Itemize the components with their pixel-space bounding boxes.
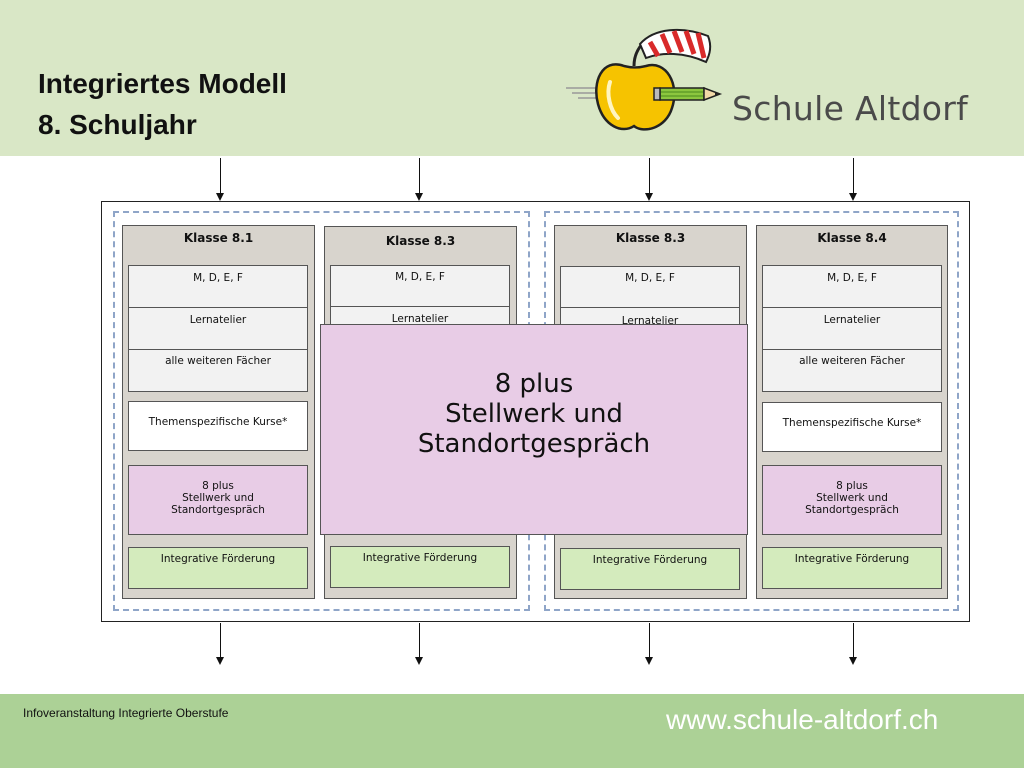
plus-line: 8 plus [202,480,234,492]
plus-line: Standortgespräch [805,504,899,516]
themen-box: Themenspezifische Kurse* [128,401,308,451]
column-title: Klasse 8.1 [183,231,254,245]
apple-logo-icon [566,28,723,131]
foerderung-box: Integrative Förderung [128,547,308,589]
overlay-line2: Stellwerk und [445,399,623,429]
foerderung-box: Integrative Förderung [560,548,740,590]
foerderung-box: Integrative Förderung [762,547,942,589]
slide-title-line1: Integriertes Modell [38,68,287,99]
arrow-line [649,158,650,193]
arrow-line [853,623,854,657]
plus-overlay-box: 8 plus Stellwerk und Standortgespräch [320,324,748,535]
logo-text: Schule Altdorf [732,89,969,128]
column-title: Klasse 8.3 [615,231,686,245]
subject-box: Lernatelier [128,307,308,350]
arrow-down-icon [216,193,224,201]
subject-box: M, D, E, F [330,265,510,307]
subject-box: M, D, E, F [762,265,942,308]
themen-box: Themenspezifische Kurse* [762,402,942,452]
footer-caption: Infoveranstaltung Integrierte Oberstufe [23,706,229,720]
subject-box: Lernatelier [762,307,942,350]
plus-line: 8 plus [836,480,868,492]
arrow-line [220,623,221,657]
slide-title-line2: 8. Schuljahr [38,109,197,140]
footer-url: www.schule-altdorf.ch [666,704,939,735]
header-band [0,0,1024,156]
plus-line: Stellwerk und [816,492,888,504]
arrow-down-icon [216,657,224,665]
arrow-line [649,623,650,657]
plus-line: Stellwerk und [182,492,254,504]
arrow-line [220,158,221,193]
subject-box: alle weiteren Fächer [128,349,308,392]
arrow-down-icon [415,657,423,665]
arrow-down-icon [645,657,653,665]
overlay-line3: Standortgespräch [417,429,651,459]
arrow-down-icon [849,193,857,201]
arrow-line [419,158,420,193]
foerderung-box: Integrative Förderung [330,546,510,588]
plus-line: Standortgespräch [171,504,265,516]
arrow-down-icon [645,193,653,201]
overlay-line1: 8 plus [494,369,574,399]
arrow-line [419,623,420,657]
column-title: Klasse 8.3 [385,234,456,248]
subject-box: M, D, E, F [128,265,308,308]
plus-box: 8 plus Stellwerk und Standortgespräch [762,465,942,535]
subject-box: alle weiteren Fächer [762,349,942,392]
subject-box: M, D, E, F [560,266,740,308]
footer-band [0,694,1024,768]
column-title: Klasse 8.4 [817,231,887,245]
arrow-down-icon [849,657,857,665]
arrow-line [853,158,854,193]
arrow-down-icon [415,193,423,201]
plus-box: 8 plus Stellwerk und Standortgespräch [128,465,308,535]
